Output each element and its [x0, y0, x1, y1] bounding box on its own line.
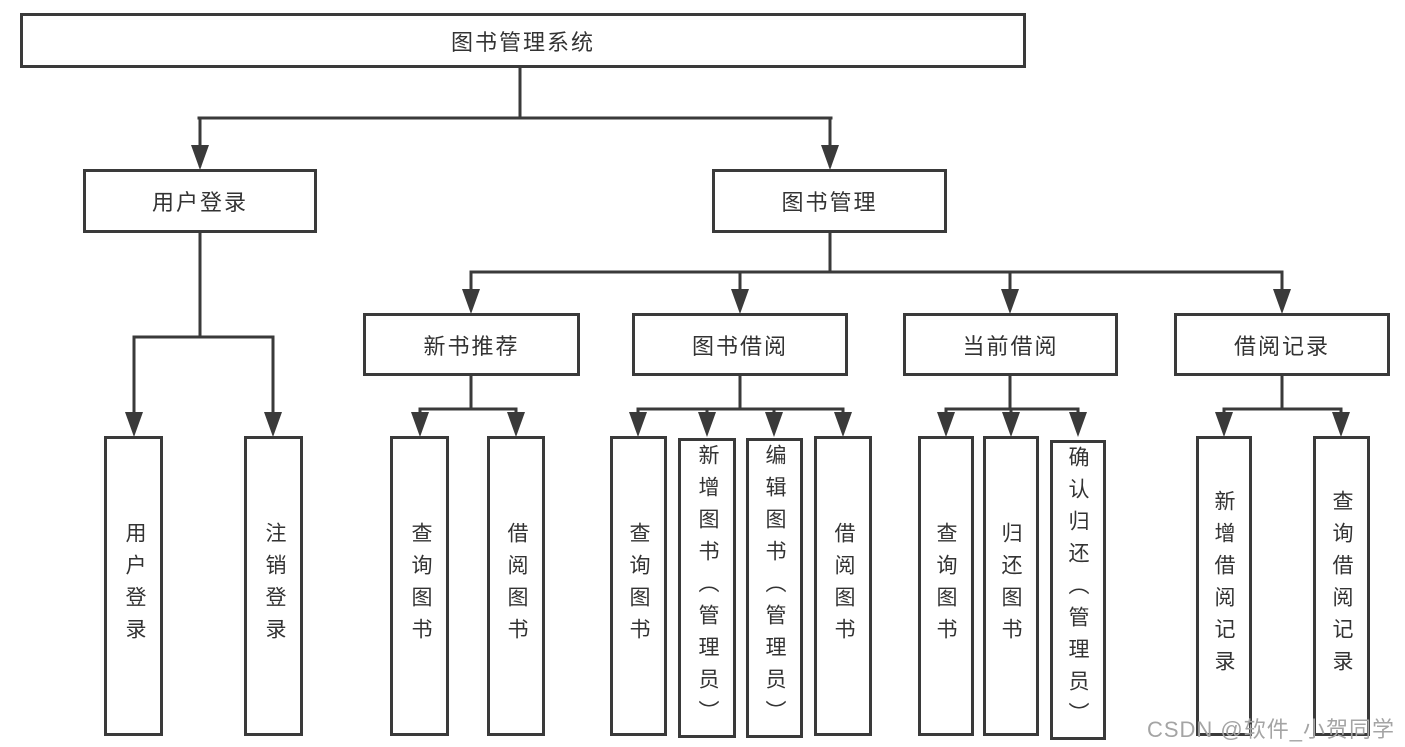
leaf-records-query-record: 查询借阅记录 [1313, 436, 1370, 736]
node-new-book-recommend: 新书推荐 [363, 313, 580, 376]
arrow-icon [1215, 412, 1233, 437]
leaf-borrow-add-book-admin: 新增图书（管理员） [678, 438, 736, 738]
arrow-icon [462, 289, 480, 314]
leaf-borrow-edit-book-admin: 编辑图书（管理员） [746, 438, 803, 738]
leaf-borrow-borrow-book: 借阅图书 [814, 436, 872, 736]
node-current-borrow: 当前借阅 [903, 313, 1118, 376]
leaf-recommend-query-book: 查询图书 [390, 436, 449, 736]
leaf-records-add-record: 新增借阅记录 [1196, 436, 1252, 736]
arrow-icon [698, 412, 716, 437]
arrow-icon [834, 412, 852, 437]
leaf-current-return-book: 归还图书 [983, 436, 1039, 736]
arrow-icon [765, 412, 783, 437]
arrow-icon [1273, 289, 1291, 314]
arrow-icon [507, 412, 525, 437]
node-user-login: 用户登录 [83, 169, 317, 233]
arrow-icon [937, 412, 955, 437]
csdn-watermark: CSDN @软件_小贺同学 [1146, 717, 1395, 742]
arrow-icon [191, 145, 209, 170]
arrow-icon [1069, 412, 1087, 437]
arrow-icon [629, 412, 647, 437]
arrow-icon [264, 412, 282, 437]
arrow-icon [1001, 289, 1019, 314]
leaf-user-login: 用户登录 [104, 436, 163, 736]
arrowheads [125, 145, 1350, 437]
leaf-logout-login: 注销登录 [244, 436, 303, 736]
node-book-management: 图书管理 [712, 169, 947, 233]
leaf-current-confirm-return-admin: 确认归还（管理员） [1050, 440, 1106, 740]
node-borrow-records: 借阅记录 [1174, 313, 1390, 376]
leaf-borrow-query-book: 查询图书 [610, 436, 667, 736]
node-library-system: 图书管理系统 [20, 13, 1026, 68]
arrow-icon [1002, 412, 1020, 437]
arrow-icon [1332, 412, 1350, 437]
leaf-current-query-book: 查询图书 [918, 436, 974, 736]
arrow-icon [125, 412, 143, 437]
arrow-icon [821, 145, 839, 170]
node-book-borrow: 图书借阅 [632, 313, 848, 376]
leaf-recommend-borrow-book: 借阅图书 [487, 436, 545, 736]
arrow-icon [411, 412, 429, 437]
arrow-icon [731, 289, 749, 314]
